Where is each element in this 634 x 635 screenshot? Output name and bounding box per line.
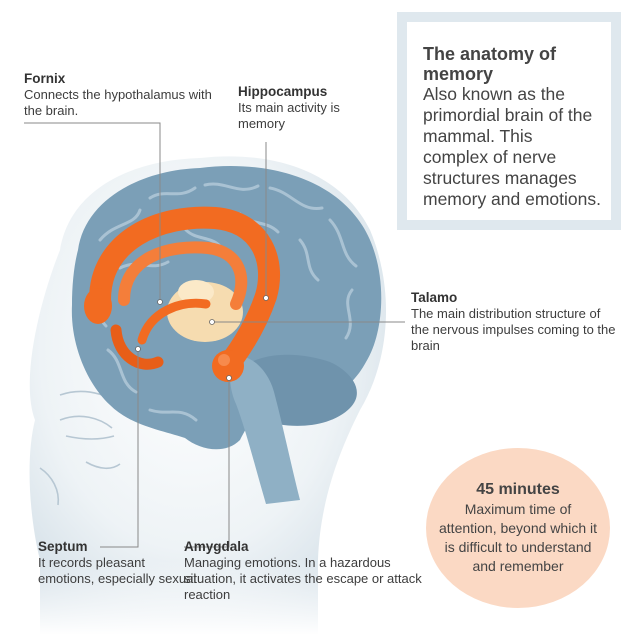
brain-folds — [94, 182, 358, 422]
talamo-title: Talamo — [411, 290, 458, 305]
face-lines — [39, 390, 121, 506]
limbic-system — [89, 206, 280, 379]
leader-lines — [24, 122, 405, 548]
septum-shape — [84, 288, 112, 324]
info-text: Also known as the primordial brain of th… — [423, 84, 601, 209]
septum-description: It records pleasant emotions, especially… — [38, 555, 197, 586]
label-talamo: Talamo The main distribution structure o… — [411, 290, 616, 354]
label-amygdala: Amygdala Managing emotions. In a hazardo… — [184, 539, 424, 603]
info-box: The anatomy of memory Also known as the … — [397, 12, 621, 230]
septum-title: Septum — [38, 539, 88, 554]
fornix-title: Fornix — [24, 71, 66, 86]
brain-stem — [230, 356, 300, 504]
label-fornix: Fornix Connects the hypothalamus with th… — [24, 71, 214, 119]
talamo-description: The main distribution structure of the n… — [411, 306, 616, 353]
hippocampus-title: Hippocampus — [238, 84, 328, 99]
attention-circle: 45 minutes Maximum time of attention, be… — [426, 448, 610, 608]
fornix-description: Connects the hypothalamus with the brain… — [24, 87, 212, 118]
label-septum: Septum It records pleasant emotions, esp… — [38, 539, 198, 587]
hippocampus-description: Its main activity is memory — [238, 100, 340, 131]
info-title: The anatomy of memory — [423, 44, 557, 84]
attention-text: Maximum time of attention, beyond which … — [439, 501, 597, 574]
info-box-inner: The anatomy of memory Also known as the … — [407, 22, 611, 220]
label-hippocampus: Hippocampus Its main activity is memory — [238, 84, 388, 132]
amygdala-title: Amygdala — [184, 539, 249, 554]
attention-title: 45 minutes — [476, 481, 560, 498]
amygdala-description: Managing emotions. In a hazardous situat… — [184, 555, 422, 602]
